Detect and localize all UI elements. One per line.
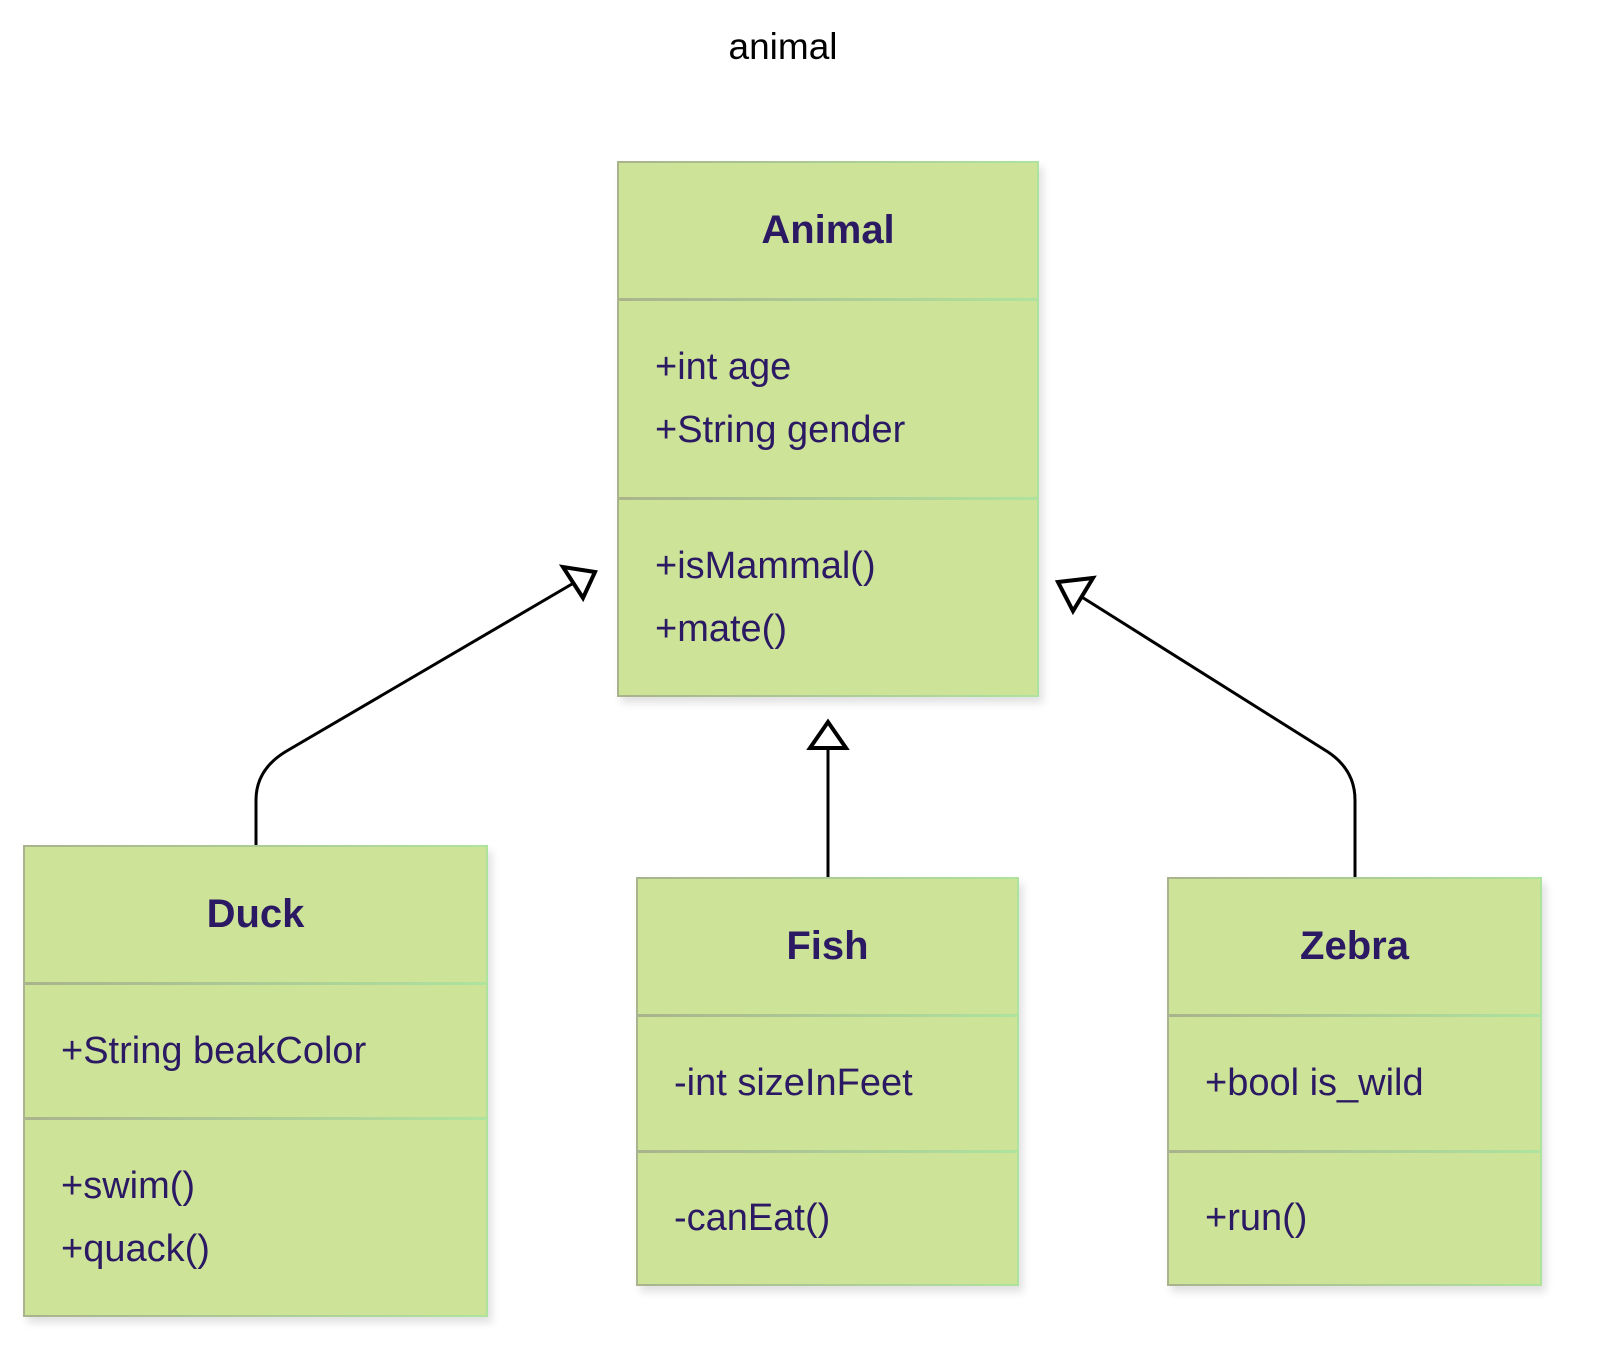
- attribute: +String beakColor: [61, 1029, 367, 1072]
- method: +quack(): [61, 1227, 210, 1270]
- class-name: Animal: [619, 163, 1037, 301]
- class-fish[interactable]: Fish -int sizeInFeet -canEat(): [636, 877, 1019, 1286]
- attributes-section: -int sizeInFeet: [638, 1017, 1017, 1153]
- attribute: -int sizeInFeet: [674, 1062, 913, 1104]
- edge-zebra-animal: [1076, 592, 1357, 877]
- class-animal[interactable]: Animal +int age +String gender +isMammal…: [617, 161, 1039, 697]
- edge-duck-animal: [254, 582, 573, 845]
- inheritance-arrow-icon: [806, 718, 850, 750]
- methods-section: -canEat(): [638, 1153, 1017, 1284]
- method: +isMammal(): [655, 544, 876, 587]
- class-name: Duck: [25, 847, 486, 985]
- method: +swim(): [61, 1164, 196, 1207]
- methods-section: +run(): [1169, 1153, 1540, 1284]
- class-name: Zebra: [1169, 879, 1540, 1017]
- method: +run(): [1205, 1197, 1308, 1239]
- attribute: +int age: [655, 346, 792, 388]
- attributes-section: +int age +String gender: [619, 301, 1037, 500]
- attributes-section: +String beakColor: [25, 985, 486, 1120]
- attribute: +bool is_wild: [1205, 1062, 1424, 1104]
- attribute: +String gender: [655, 409, 906, 451]
- inheritance-arrow-icon: [558, 564, 598, 603]
- method: -canEat(): [674, 1197, 831, 1239]
- attributes-section: +bool is_wild: [1169, 1017, 1540, 1153]
- diagram-title: animal: [728, 26, 838, 67]
- class-zebra[interactable]: Zebra +bool is_wild +run(): [1167, 877, 1542, 1286]
- inheritance-arrow-icon: [1054, 575, 1097, 616]
- methods-section: +isMammal() +mate(): [619, 500, 1037, 695]
- methods-section: +swim() +quack(): [25, 1120, 486, 1315]
- class-name: Fish: [638, 879, 1017, 1017]
- class-duck[interactable]: Duck +String beakColor +swim() +quack(): [23, 845, 488, 1317]
- method: +mate(): [655, 607, 787, 650]
